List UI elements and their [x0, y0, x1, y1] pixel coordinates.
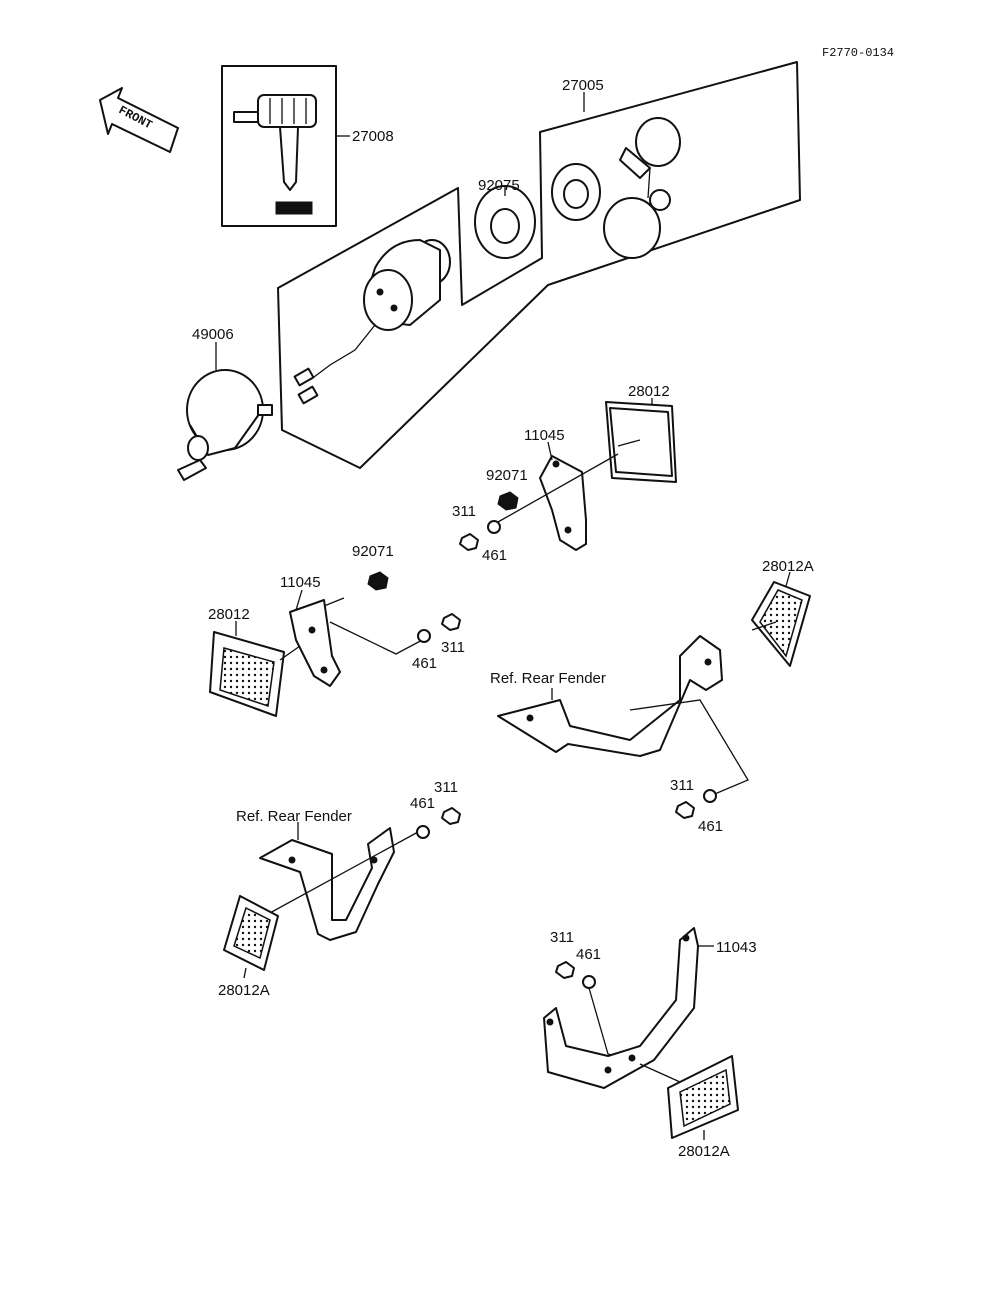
- nut-92071-top: [497, 491, 519, 511]
- reflector-28012A-right: [751, 581, 811, 667]
- washer-461-e: [582, 975, 596, 989]
- reflector-28012A-bottom: [667, 1055, 739, 1139]
- diagram-id: F2770-0134: [822, 46, 894, 60]
- nut-311-b: [441, 613, 461, 631]
- label-28012-mid: 28012: [208, 606, 250, 623]
- label-49006: 49006: [192, 326, 234, 343]
- nut-311-c: [675, 801, 695, 819]
- bracket-11045-mid: [289, 597, 345, 687]
- ignition-switch: [293, 239, 451, 405]
- rear-fender-bracket-left: [259, 827, 395, 941]
- label-28012A-bottom: 28012A: [678, 1143, 730, 1160]
- label-311-b: 311: [441, 639, 465, 656]
- nut-311-e: [555, 961, 575, 979]
- label-11043: 11043: [716, 939, 757, 956]
- rear-fender-bracket-right: [497, 635, 723, 757]
- nut-311-a: [459, 533, 479, 551]
- nut-92071-mid: [367, 571, 389, 591]
- washer-461-b: [417, 629, 431, 643]
- lock-assembly-27005: [551, 117, 681, 259]
- washer-92075: [474, 185, 536, 259]
- washer-461-a: [487, 520, 501, 534]
- reflector-28012A-left: [223, 895, 279, 971]
- label-311-d: 311: [434, 779, 458, 796]
- label-92075: 92075: [478, 177, 520, 194]
- bracket-11043: [543, 927, 699, 1089]
- label-11045-mid: 11045: [280, 574, 321, 591]
- label-ref-fender-right: Ref. Rear Fender: [490, 670, 606, 687]
- label-92071-top: 92071: [486, 467, 528, 484]
- ignition-switch-frame: [277, 61, 801, 469]
- nut-311-d: [441, 807, 461, 825]
- label-27008: 27008: [352, 128, 394, 145]
- label-ref-fender-left: Ref. Rear Fender: [236, 808, 352, 825]
- reflector-28012-mid: [209, 631, 301, 717]
- buzzer-49006: [177, 369, 273, 481]
- label-11045-top: 11045: [524, 427, 565, 444]
- label-461-a: 461: [482, 547, 507, 564]
- label-28012A-right: 28012A: [762, 558, 814, 575]
- label-461-e: 461: [576, 946, 601, 963]
- label-28012-top: 28012: [628, 383, 670, 400]
- label-92071-mid: 92071: [352, 543, 394, 560]
- label-311-c: 311: [670, 777, 694, 794]
- washer-461-c: [703, 789, 717, 803]
- reflector-28012-top: [605, 401, 677, 483]
- front-arrow-icon: FRONT: [99, 87, 179, 153]
- key-group: [221, 65, 350, 227]
- label-311-a: 311: [452, 503, 476, 520]
- label-28012A-left: 28012A: [218, 982, 270, 999]
- label-461-c: 461: [698, 818, 723, 835]
- label-27005: 27005: [562, 77, 604, 94]
- label-311-e: 311: [550, 929, 574, 946]
- washer-461-d: [416, 825, 430, 839]
- label-461-d: 461: [410, 795, 435, 812]
- bracket-11045-top: [539, 455, 587, 551]
- label-461-b: 461: [412, 655, 437, 672]
